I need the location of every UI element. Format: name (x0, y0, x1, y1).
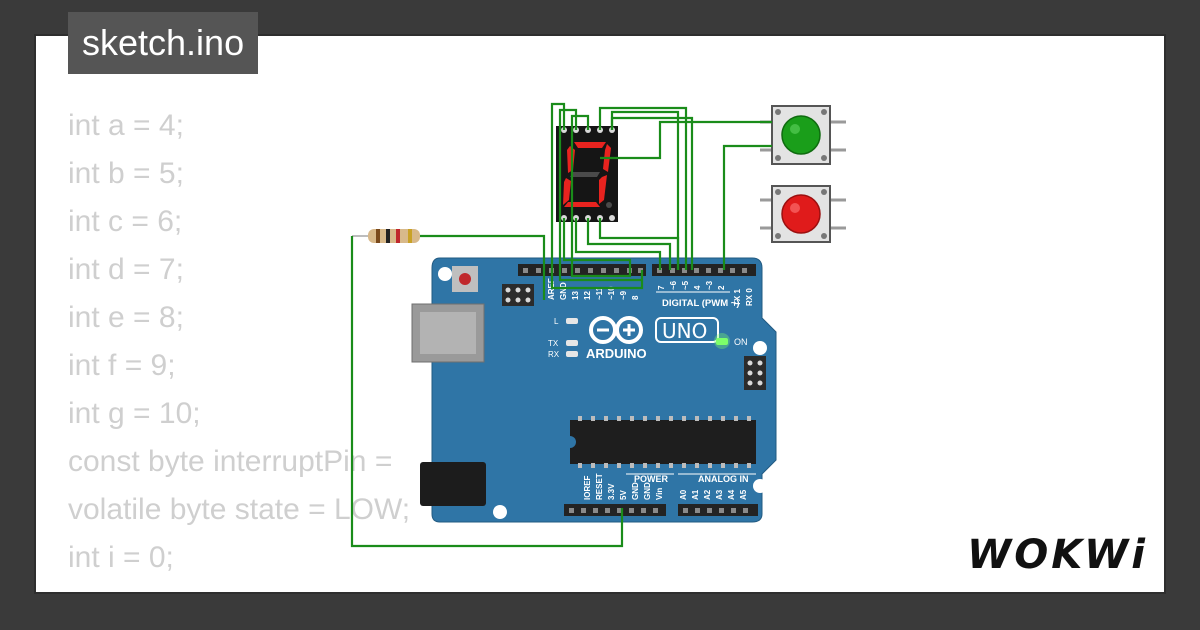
board-brand-label: ARDUINO (586, 346, 647, 361)
l-led-label: L (554, 317, 559, 326)
green-pushbutton[interactable] (760, 105, 846, 165)
pin-label: 13 (571, 291, 580, 300)
pin-label: ~11 (595, 286, 604, 300)
arduino-uno-board[interactable]: AREF GND 13 12 ~11 ~10 ~9 8 7 ~6 ~5 4 ~3… (411, 257, 777, 523)
arduino-logo-icon (589, 316, 643, 344)
atmega-chip (570, 420, 756, 464)
digital-header-right (652, 264, 756, 276)
code-preview: int a = 4; int b = 5; int c = 6; int d =… (68, 102, 668, 592)
pin-label: A3 (715, 489, 724, 500)
analog-in-label: ANALOG IN (698, 474, 749, 484)
code-line: int f = 9; (68, 349, 176, 382)
pin-label: 2 (717, 285, 726, 290)
on-label: ON (734, 337, 748, 347)
pin-label: GND (559, 282, 568, 300)
pin-label: RX 0 (745, 288, 754, 306)
pin-label: Vin (655, 488, 664, 500)
pin-label: IOREF (583, 475, 592, 500)
code-line: int d = 7; (68, 253, 184, 286)
pin-label: RESET (595, 473, 604, 500)
pin-label: GND (631, 482, 640, 500)
file-tab[interactable]: sketch.ino (68, 12, 259, 74)
digital-pwm-label: DIGITAL (PWM ~) (662, 298, 740, 309)
code-line: int j = 0; (68, 582, 668, 592)
code-line: int e = 8; (68, 301, 184, 334)
code-line: int b = 5; (68, 157, 184, 190)
wires (350, 102, 772, 548)
pin-label: 5V (619, 490, 628, 500)
rx-led-label: RX (548, 350, 560, 359)
power-led (716, 338, 728, 345)
pin-label: A4 (727, 489, 736, 500)
segment-d (564, 202, 600, 207)
pin-label: ~9 (619, 290, 628, 300)
pin-label: ~10 (607, 286, 616, 300)
code-line: const byte interruptPin = (68, 445, 401, 478)
pin-label: 7 (657, 285, 666, 290)
wokwi-logo: WOKWi (967, 532, 1148, 578)
pin-label: A1 (691, 489, 700, 500)
pin-label: GND (643, 482, 652, 500)
pin-label: A0 (679, 489, 688, 500)
tx-led-label: TX (548, 339, 559, 348)
pin-label: 12 (583, 291, 592, 300)
code-line: int a = 4; (68, 109, 184, 142)
power-header (564, 504, 666, 516)
pin-label: TX 1 (733, 289, 742, 306)
pin-label: 3.3V (607, 483, 616, 500)
pin-label: ~3 (705, 280, 714, 290)
segment-c (599, 175, 607, 204)
pin-label: ~5 (681, 280, 690, 290)
segment-a (574, 142, 606, 148)
code-line: int i = 0; (68, 541, 174, 574)
power-jack (420, 462, 486, 506)
pin-label: ~6 (669, 280, 678, 290)
pin-label: 4 (693, 285, 702, 290)
segment-e (563, 178, 571, 205)
pin-label: A5 (739, 489, 748, 500)
code-line: int c = 6; (68, 205, 183, 238)
segment-g (570, 172, 600, 177)
pin-label: 8 (631, 295, 640, 300)
red-pushbutton[interactable] (760, 185, 846, 243)
pin-label: A2 (703, 489, 712, 500)
decimal-point (606, 202, 612, 208)
code-line: volatile byte state = LOW; (68, 493, 411, 526)
board-model-label: UNO (662, 319, 707, 343)
power-label: POWER (634, 474, 669, 484)
seven-segment-display[interactable] (556, 126, 618, 222)
code-line: int g = 10; (68, 397, 201, 430)
